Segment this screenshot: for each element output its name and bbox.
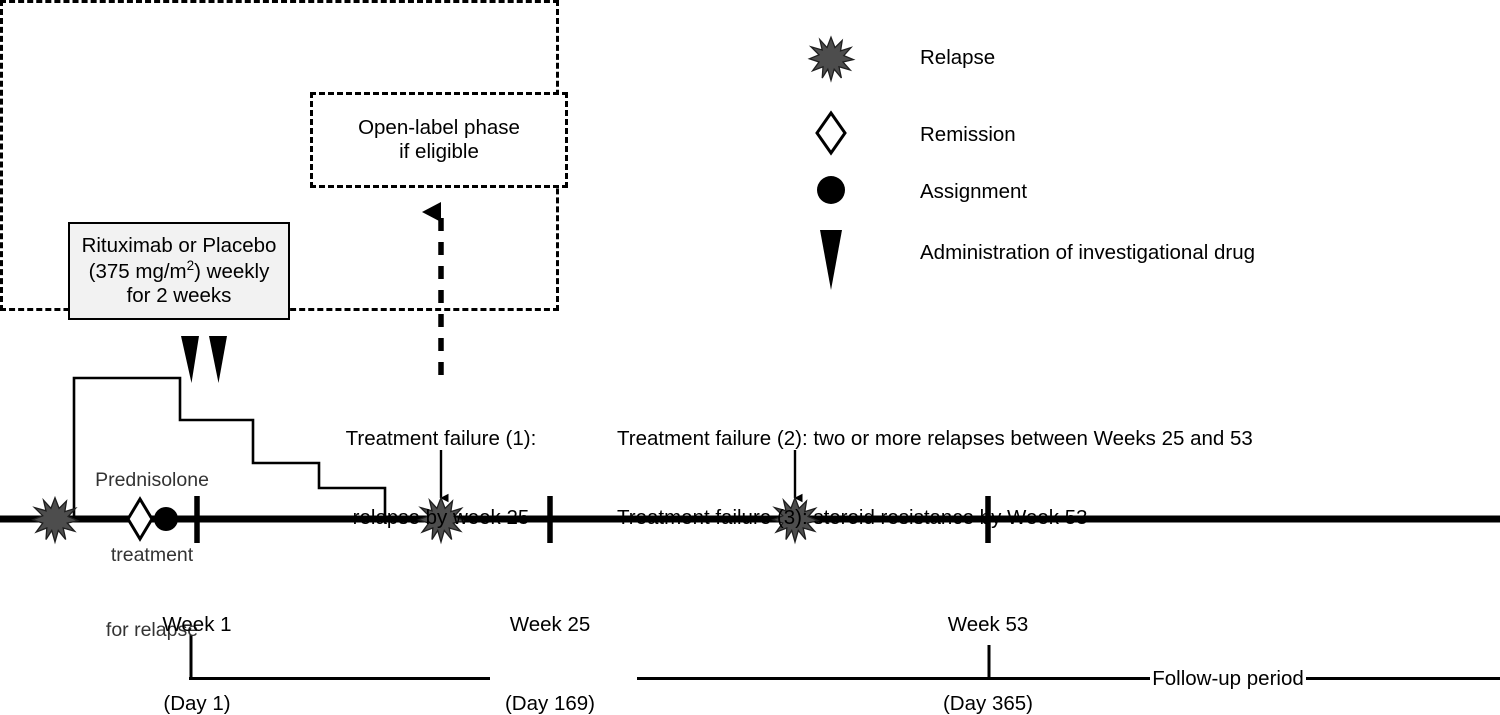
diamond-outline-icon xyxy=(815,110,847,156)
assignment-marker xyxy=(154,507,178,531)
open-label-box: Open-label phase if eligible xyxy=(310,92,568,188)
treatment-box-line2: (375 mg/m2) weekly xyxy=(88,258,270,283)
treatment-failure-23-annotation: Treatment failure (2): two or more relap… xyxy=(617,374,1253,584)
relapse-marker-baseline xyxy=(32,497,79,543)
treatment-failure-3-text: Treatment failure (3): steroid resistanc… xyxy=(617,506,1088,530)
treatment-box: Rituximab or Placebo (375 mg/m2) weekly … xyxy=(68,222,290,320)
inverted-triangle-icon xyxy=(820,230,842,290)
legend-label-assignment: Assignment xyxy=(920,180,1028,203)
tick-label-week-1: Week 1 (Day 1) xyxy=(162,613,232,715)
treatment-failure-arrows xyxy=(439,450,803,503)
follow-up-period-label: Follow-up period xyxy=(1152,667,1304,690)
open-label-line1: Open-label phase xyxy=(358,116,520,139)
legend-glyphs xyxy=(808,36,855,290)
filled-circle-icon xyxy=(817,176,845,204)
treatment-box-line3: for 2 weeks xyxy=(126,283,232,307)
treatment-failure-1-annotation: Treatment failure (1): relapse by week 2… xyxy=(345,427,537,530)
period-brackets xyxy=(189,635,1500,680)
starburst-icon xyxy=(808,36,855,82)
remission-marker xyxy=(126,496,154,542)
open-label-line2: if eligible xyxy=(399,140,479,163)
treatment-failure-2-text: Treatment failure (2): two or more relap… xyxy=(617,427,1253,451)
drug-administration-markers xyxy=(181,336,227,383)
legend-label-administration: Administration of investigational drug xyxy=(920,241,1256,264)
legend-label-remission: Remission xyxy=(920,123,1016,146)
trial-period-label: Trial period (Blinded phase) xyxy=(488,666,640,715)
tick-label-week-53: Week 53 (Day 365) xyxy=(942,613,1033,715)
legend-label-relapse: Relapse xyxy=(920,46,996,69)
event-markers xyxy=(32,496,819,543)
treatment-box-line1: Rituximab or Placebo xyxy=(81,234,277,258)
prednisolone-staircase xyxy=(72,376,387,521)
tick-label-week-25: Week 25 (Day 169) xyxy=(504,613,595,715)
timeline-axis xyxy=(0,496,1500,543)
prednisolone-label: Prednisolone treatment for relapse xyxy=(95,468,209,641)
